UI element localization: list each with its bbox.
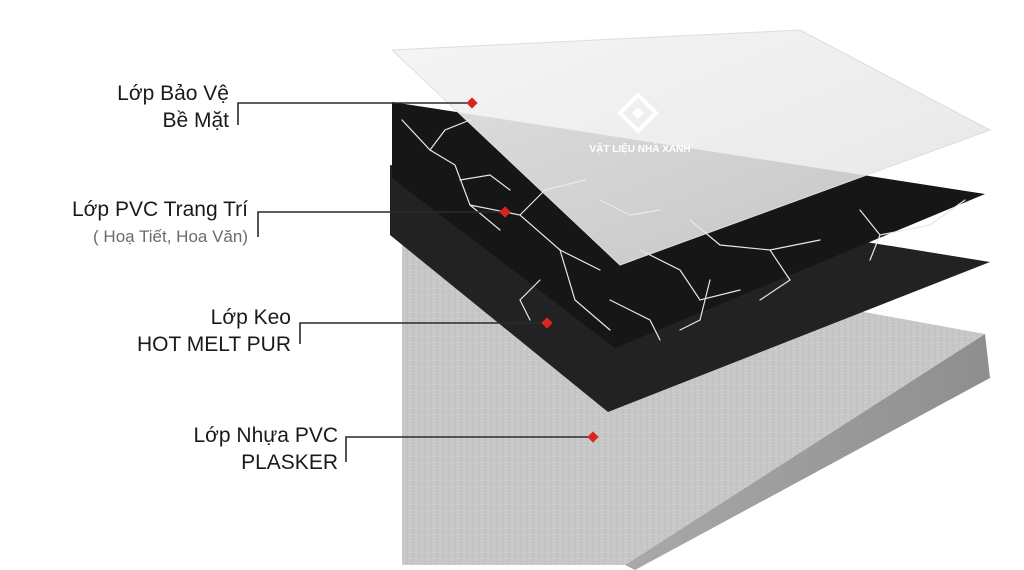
leader-lines [237,102,593,462]
label-glue-line1: Lớp Keo [210,306,291,329]
label-core-line1: Lớp Nhựa PVC [193,424,338,447]
diamond-logo-icon [617,92,659,134]
label-core-layer: Lớp Nhựa PVC PLASKER [193,422,338,476]
leader-line-core [345,436,593,462]
label-glue-line2: HOT MELT PUR [136,333,291,356]
label-glue-layer: Lớp Keo HOT MELT PUR [137,304,291,358]
label-decor-line2: ( Hoạ Tiết, Hoa Văn) [93,227,248,246]
leader-line-glue [299,322,547,344]
marker-decor [499,206,511,218]
watermark-logo: VẬT LIỆU NHÀ XANH [589,92,691,155]
watermark-text: VẬT LIỆU NHÀ XANH [589,142,690,155]
leader-line-decor [257,211,505,237]
marker-core [587,431,599,443]
label-protective-line2: Bề Mặt [162,109,229,132]
label-protective-layer: Lớp Bảo Vệ Bề Mặt [117,80,229,134]
label-core-line2: PLASKER [241,451,338,474]
label-decor-layer: Lớp PVC Trang Trí ( Hoạ Tiết, Hoa Văn) [72,196,248,250]
protective-film [390,29,992,266]
core-board-front [625,334,990,570]
leader-line-protective [237,102,472,125]
marker-glue [541,317,553,329]
label-decor-line1: Lớp PVC Trang Trí [71,198,248,221]
label-protective-line1: Lớp Bảo Vệ [117,82,229,105]
